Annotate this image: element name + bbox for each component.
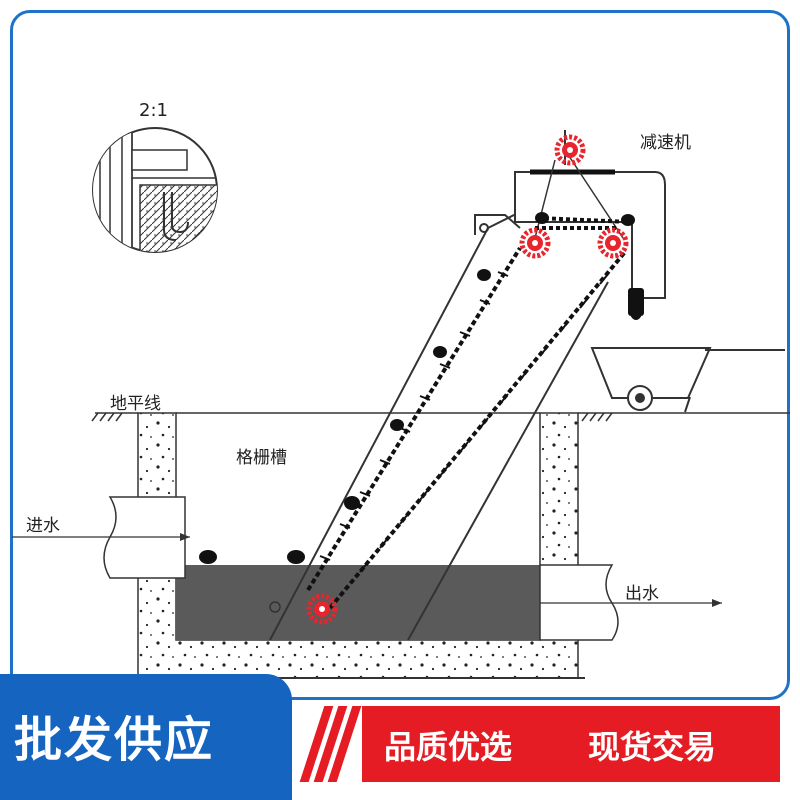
rake-chain [306,246,627,610]
water-body [176,565,540,640]
ground-line-label: 地平线 [110,394,161,414]
wheelbarrow [590,347,785,413]
wholesale-banner [0,674,292,800]
stock-tag: 现货交易 [588,728,717,766]
wholesale-text: 批发供应 [14,712,215,768]
blue-frame [10,10,790,700]
water-in-label: 进水 [26,516,60,536]
reducer-label: 减速机 [640,133,691,153]
grille-channel-label: 格栅槽 [236,448,287,468]
water-out-label: 出水 [625,584,659,604]
debris [199,212,642,564]
reducer-sprocket [557,137,583,163]
upper-sprocket-right [600,230,626,256]
upper-sprocket-left [522,230,548,256]
reducer-housing [514,130,666,316]
tags-banner [362,706,780,782]
detail-scale-label: 2:1 [139,100,168,121]
quality-tag: 品质优选 [384,728,513,766]
detail-magnifier [92,127,218,253]
ground-lines [91,412,790,422]
